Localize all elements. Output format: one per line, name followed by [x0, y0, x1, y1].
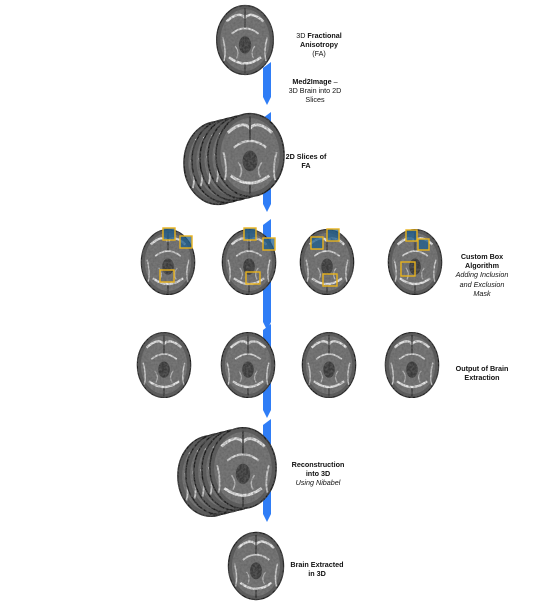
inclusion-mask-box: [162, 227, 176, 241]
label-reconstruction: Reconstruction into 3D Using Nibabel: [282, 460, 354, 488]
extracted-slice-brain: [219, 331, 277, 399]
label-reconstruction-line2: into 3D: [305, 469, 331, 479]
label-med2image: Med2Image – 3D Brain into 2D Slices: [272, 77, 358, 105]
inclusion-mask-box: [405, 229, 418, 242]
extracted-slice-brain: [135, 331, 193, 399]
label-custom-box-line5: Mask: [473, 288, 491, 298]
exclusion-mask-box: [400, 261, 416, 277]
exclusion-mask-box: [322, 273, 338, 287]
exclusion-mask-box: [159, 269, 175, 283]
inclusion-exclusion-masks: [159, 227, 430, 287]
label-custom-box-line3: Adding Inclusion: [455, 270, 509, 280]
reconstructed-brain: [208, 426, 278, 510]
label-reconstruction-line3: Using Nibabel: [295, 478, 341, 488]
exclusion-mask-box: [245, 271, 261, 285]
label-fa: 3D Fractional Anisotropy (FA): [282, 31, 356, 59]
label-custom-box-line2: Algorithm: [465, 261, 499, 271]
label-brain-extracted-line1: Brain Extracted: [290, 560, 344, 569]
down-arrow-icon: [263, 62, 271, 105]
fa-slice-brain: [214, 112, 286, 198]
label-fa-line3: (FA): [312, 49, 326, 59]
label-custom-box: Custom Box Algorithm Adding Inclusion an…: [444, 252, 520, 298]
inclusion-mask-box: [326, 228, 340, 242]
label-output-line2: Extraction: [464, 373, 500, 383]
inclusion-mask-box: [179, 235, 193, 249]
label-brain-extracted: Brain Extracted in 3D: [282, 560, 352, 578]
extracted-slice-brain: [383, 331, 441, 399]
label-brain-extracted-line2: in 3D: [308, 569, 326, 579]
label-custom-box-line4: and Exclusion: [459, 279, 505, 289]
extracted-slice-brain: [300, 331, 358, 399]
inclusion-mask-box: [310, 236, 324, 250]
label-2d-slices-line2: FA: [301, 161, 311, 171]
fa-volume-brain: [215, 4, 275, 76]
extracted-3d-brain: [227, 531, 285, 601]
label-output: Output of Brain Extraction: [442, 364, 522, 382]
label-reconstruction-line1: Reconstruction: [291, 460, 345, 469]
inclusion-mask-box: [417, 238, 430, 251]
label-custom-box-line1: Custom Box: [460, 252, 504, 261]
inclusion-mask-box: [262, 237, 276, 251]
label-fa-line2: Anisotropy: [300, 40, 338, 50]
label-med2image-line3: Slices: [305, 95, 325, 105]
label-2d-slices: 2D Slices of FA: [280, 152, 332, 170]
inclusion-mask-box: [243, 227, 257, 241]
label-2d-slices-line1: 2D Slices of: [285, 152, 327, 161]
label-output-line1: Output of Brain: [455, 364, 509, 373]
label-med2image-line2: 3D Brain into 2D: [288, 86, 342, 96]
